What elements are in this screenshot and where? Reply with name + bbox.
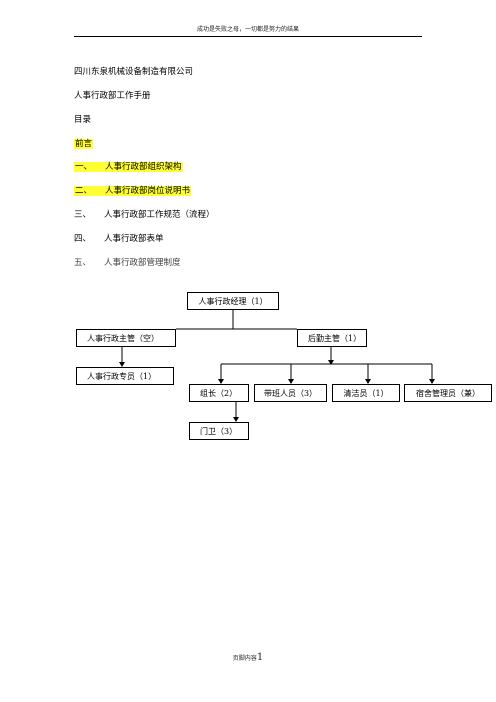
page-footer: 页脚内容1 [0,652,496,663]
header-rule [74,36,422,37]
toc-item-4: 四、 人事行政部表单 [74,232,164,244]
toc-item-1-highlight: 一、 人事行政部组织架构 [74,162,183,172]
org-box-team-leader: 组长（2） [189,384,249,402]
toc-item-2-text: 人事行政部岗位说明书 [105,186,191,196]
preface-text: 前言 [74,139,94,149]
toc-item-3: 三、 人事行政部工作规范（流程） [74,208,215,220]
toc-label: 目录 [74,115,92,125]
toc-item-3-text: 人事行政部工作规范（流程） [104,210,215,220]
arrow-team-leader [218,379,224,384]
toc-item-1: 一、 人事行政部组织架构 [74,160,183,172]
toc-item-4-text: 人事行政部表单 [104,234,164,244]
toc-item-5: 五、 人事行政部管理制度 [74,256,181,268]
arrow-specialist [119,362,125,367]
arrow-logistics-bar [328,360,334,365]
toc-item-1-text: 人事行政部组织架构 [105,162,182,172]
arrow-guard [233,417,239,422]
page-header: 成功是失败之母，一切都是努力的结果 [196,26,299,33]
org-box-admin-supervisor: 人事行政主管（空） [76,329,176,347]
org-box-shift-staff: 带班人员（3） [254,384,327,402]
toc-item-5-text: 人事行政部管理制度 [104,258,181,268]
toc-item-5-num: 五、 [74,258,92,268]
toc-item-1-num: 一、 [75,162,93,172]
org-box-guard: 门卫（3） [189,422,249,440]
page-number: 1 [256,652,264,663]
toc-item-2-highlight: 二、 人事行政部岗位说明书 [74,186,192,196]
org-box-admin-specialist: 人事行政专员（1） [76,367,174,385]
toc-item-4-num: 四、 [74,234,92,244]
org-box-logistics-supervisor: 后勤主管（1） [297,329,367,347]
toc-item-2-num: 二、 [75,186,93,196]
toc-item-3-num: 三、 [74,210,92,220]
org-box-manager: 人事行政经理（1） [187,292,279,310]
toc-item-2: 二、 人事行政部岗位说明书 [74,184,192,196]
org-box-cleaner: 清洁员（1） [332,384,400,402]
manual-title: 人事行政部工作手册 [74,91,151,101]
arrow-dorm-manager [429,379,435,384]
org-box-dorm-manager: 宿舍管理员（兼） [404,384,492,402]
arrow-cleaner [365,379,371,384]
arrow-shift-staff [288,379,294,384]
footer-label: 页脚内容 [232,655,257,662]
company-name: 四川东泉机械设备制造有限公司 [74,67,194,77]
preface-label: 前言 [74,137,94,149]
